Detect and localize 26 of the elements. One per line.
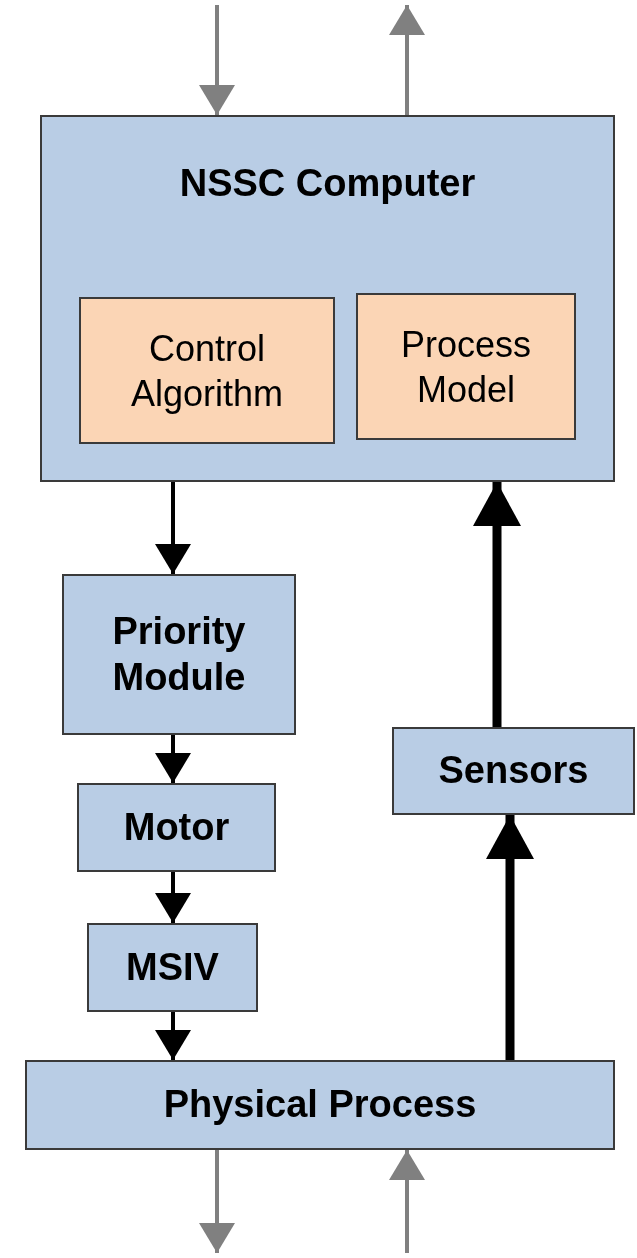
node-label: Control Algorithm (129, 326, 285, 416)
node-label: MSIV (126, 944, 219, 990)
node-label: Priority Module (111, 608, 247, 700)
node-label: Process Model (399, 322, 532, 412)
component-box (356, 293, 576, 440)
arrow (389, 1150, 425, 1253)
process-box (77, 783, 276, 872)
process-box (87, 923, 258, 1012)
arrow (155, 1012, 191, 1060)
process-box (62, 574, 296, 735)
arrow (155, 482, 191, 574)
process-box (392, 727, 635, 815)
node-label: Motor (123, 804, 230, 850)
node-label: NSSC Computer (179, 161, 476, 206)
arrow (389, 5, 425, 115)
arrow (155, 735, 191, 783)
arrow (199, 5, 235, 115)
computer-box (40, 115, 615, 482)
node-label: Physical Process (163, 1082, 477, 1128)
arrow (486, 815, 534, 1060)
component-box (79, 297, 335, 444)
arrow (155, 872, 191, 923)
arrow (473, 482, 521, 727)
node-label: Sensors (438, 748, 589, 794)
process-box (25, 1060, 615, 1150)
arrow (199, 1150, 235, 1253)
